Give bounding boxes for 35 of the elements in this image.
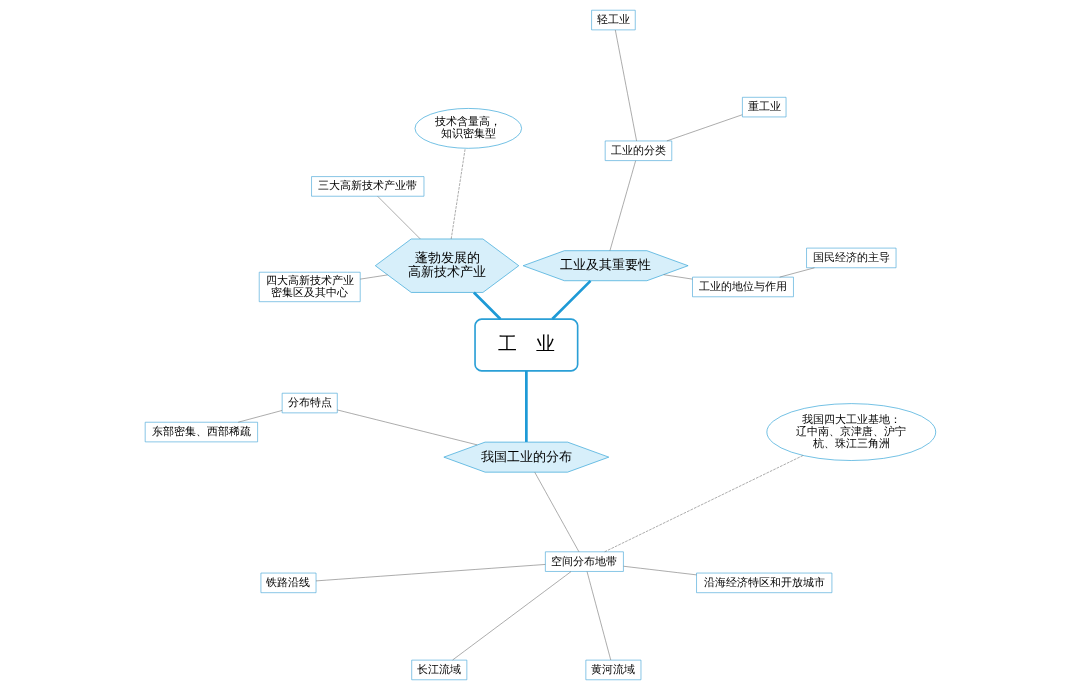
node-box: 工 业 <box>473 318 578 372</box>
connector <box>359 274 388 280</box>
node-box: 空间分布地带 <box>544 551 624 572</box>
connector <box>603 455 803 553</box>
node-box: 东部密集、西部稀疏 <box>144 421 258 443</box>
node-box: 重工业 <box>741 96 786 118</box>
connector <box>472 291 501 320</box>
connector <box>586 571 611 661</box>
connector <box>315 564 546 582</box>
connector <box>662 274 693 280</box>
node-box: 铁路沿线 <box>260 572 316 594</box>
node-box: 分布特点 <box>281 392 338 414</box>
node-box: 三大高新技术产业带 <box>310 176 424 197</box>
connector <box>614 29 637 142</box>
connector <box>450 148 465 240</box>
node-ellipse: 我国四大工业基地：辽中南、京津唐、沪宁杭、珠江三角洲 <box>766 403 936 461</box>
node-box: 长江流域 <box>410 659 467 681</box>
connector <box>622 566 697 576</box>
connector <box>550 279 591 320</box>
node-box: 工业的分类 <box>604 140 672 161</box>
connector <box>336 409 477 446</box>
node-box: 沿海经济特区和开放城市 <box>695 572 832 594</box>
node-box: 黄河流域 <box>585 659 641 681</box>
node-box: 工业的地位与作用 <box>691 276 794 298</box>
connector <box>237 410 282 423</box>
node-box: 轻工业 <box>590 9 636 31</box>
node-ellipse: 技术含量高，知识密集型 <box>414 108 522 149</box>
connector <box>524 371 528 442</box>
connector <box>666 114 742 142</box>
node-box: 四大高新技术产业密集区及其中心 <box>258 271 361 302</box>
connector <box>451 571 571 661</box>
connector <box>778 267 815 278</box>
node-box: 国民经济的主导 <box>805 247 896 269</box>
connector <box>534 472 579 553</box>
connector <box>609 160 636 251</box>
